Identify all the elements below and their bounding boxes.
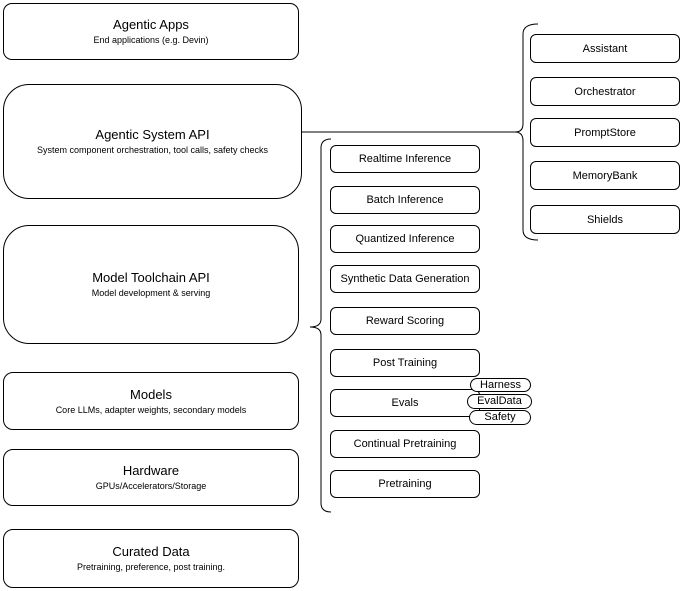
box-hardware: Hardware GPUs/Accelerators/Storage — [3, 449, 299, 506]
box-title: Hardware — [122, 463, 180, 478]
middle-item-post-training: Post Training — [330, 349, 480, 377]
box-model-toolchain-api: Model Toolchain API Model development & … — [3, 225, 299, 344]
component-shields: Shields — [530, 205, 680, 234]
eval-tag-evaldata: EvalData — [467, 394, 532, 409]
eval-tag-harness: Harness — [470, 378, 531, 392]
middle-item-evals: Evals — [330, 389, 480, 417]
middle-item-batch-inference: Batch Inference — [330, 186, 480, 214]
middle-item-quantized-inference: Quantized Inference — [330, 225, 480, 253]
middle-item-realtime-inference: Realtime Inference — [330, 145, 480, 173]
box-subtitle: Core LLMs, adapter weights, secondary mo… — [55, 404, 247, 415]
middle-group-brace — [309, 138, 332, 513]
box-title: Agentic System API — [95, 127, 210, 142]
box-models: Models Core LLMs, adapter weights, secon… — [3, 372, 299, 430]
box-title: Agentic Apps — [113, 17, 189, 32]
box-agentic-apps: Agentic Apps End applications (e.g. Devi… — [3, 3, 299, 60]
box-subtitle: End applications (e.g. Devin) — [93, 35, 209, 45]
box-agentic-system-api: Agentic System API System component orch… — [3, 84, 302, 199]
middle-item-reward-scoring: Reward Scoring — [330, 307, 480, 335]
box-subtitle: Pretraining, preference, post training. — [76, 562, 226, 572]
box-curated-data: Curated Data Pretraining, preference, po… — [3, 529, 299, 588]
box-subtitle: Model development & serving — [91, 288, 211, 298]
box-title: Curated Data — [112, 544, 190, 559]
component-memorybank: MemoryBank — [530, 161, 680, 190]
box-subtitle: GPUs/Accelerators/Storage — [95, 481, 207, 491]
middle-item-synthetic-data-generation: Synthetic Data Generation — [330, 265, 480, 293]
box-subtitle: System component orchestration, tool cal… — [36, 145, 269, 155]
component-orchestrator: Orchestrator — [530, 77, 680, 106]
eval-tag-safety: Safety — [469, 410, 531, 425]
component-promptstore: PromptStore — [530, 118, 680, 147]
middle-item-pretraining: Pretraining — [330, 470, 480, 498]
middle-item-continual-pretraining: Continual Pretraining — [330, 430, 480, 458]
component-assistant: Assistant — [530, 34, 680, 63]
box-title: Models — [130, 386, 172, 402]
box-title: Model Toolchain API — [92, 270, 210, 285]
